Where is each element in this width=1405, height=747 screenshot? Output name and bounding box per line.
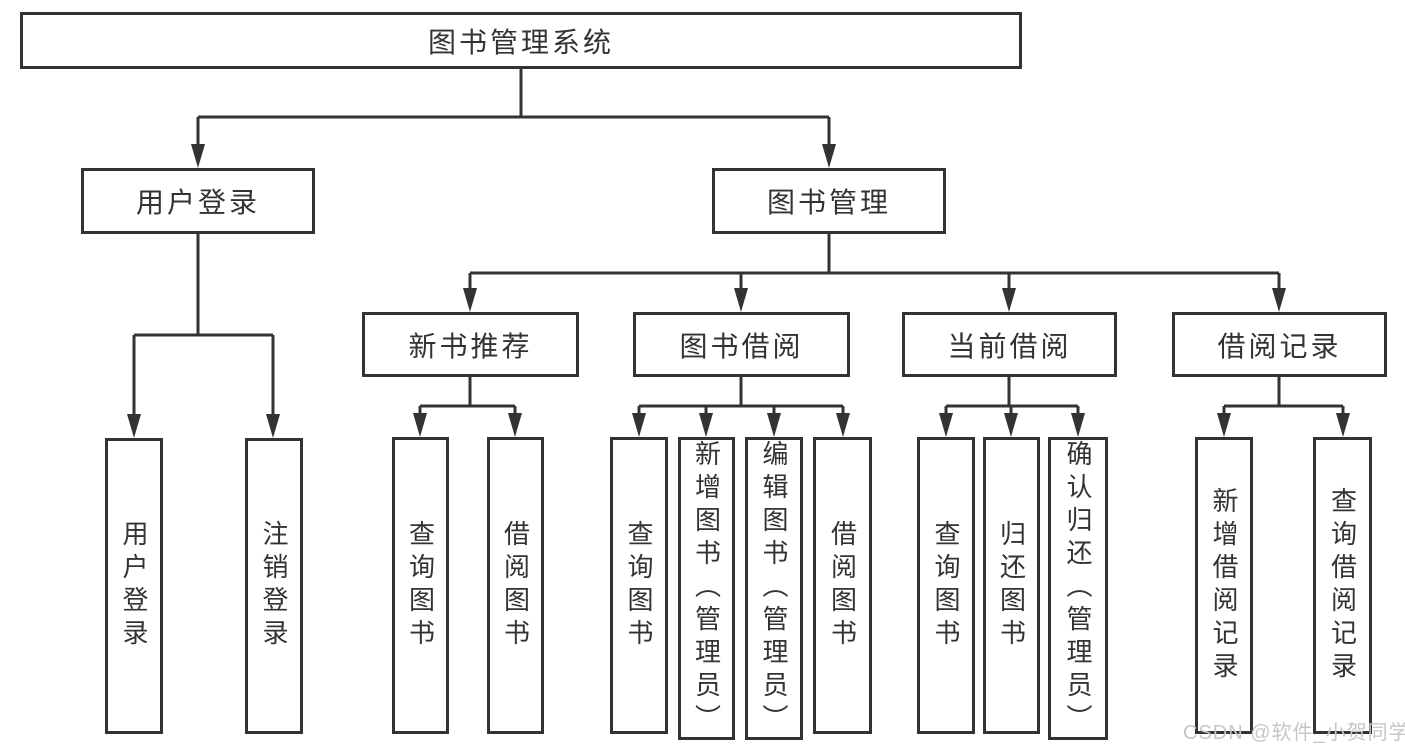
- node-logout-leaf: 注销登录: [245, 438, 303, 734]
- node-confirm-return-admin: 确认归还（管理员）: [1048, 437, 1108, 740]
- node-search-books-3: 查询图书: [917, 437, 975, 734]
- node-library-management-system: 图书管理系统: [20, 12, 1022, 69]
- node-book-management: 图书管理: [712, 168, 946, 234]
- node-search-borrow-record: 查询借阅记录: [1313, 437, 1372, 734]
- node-user-login: 用户登录: [81, 168, 315, 234]
- node-borrow-books-1: 借阅图书: [487, 437, 544, 734]
- node-search-books-1: 查询图书: [392, 437, 449, 734]
- csdn-watermark: CSDN @软件_小贺同学: [1183, 722, 1405, 744]
- node-current-borrowing: 当前借阅: [902, 312, 1117, 377]
- node-borrow-books-2: 借阅图书: [813, 437, 872, 734]
- node-add-books-admin: 新增图书（管理员）: [678, 437, 735, 740]
- node-user-login-leaf: 用户登录: [105, 438, 163, 734]
- node-return-books: 归还图书: [983, 437, 1040, 734]
- node-add-borrow-record: 新增借阅记录: [1195, 437, 1253, 734]
- node-search-books-2: 查询图书: [610, 437, 668, 734]
- node-new-book-recommendation: 新书推荐: [362, 312, 579, 377]
- node-book-borrowing: 图书借阅: [633, 312, 850, 377]
- node-edit-books-admin: 编辑图书（管理员）: [745, 437, 803, 740]
- node-borrowing-records: 借阅记录: [1172, 312, 1387, 377]
